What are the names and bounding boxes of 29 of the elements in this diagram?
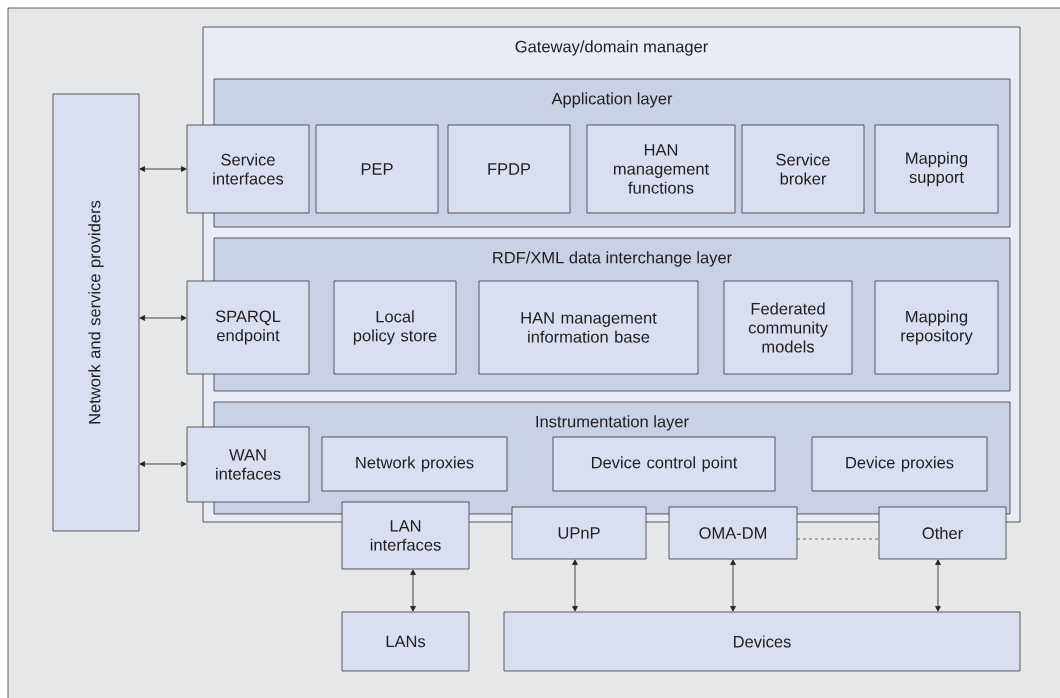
component-box: Service interfaces (186, 124, 310, 214)
component-box: Federated community models (723, 280, 853, 375)
arrow (139, 315, 187, 321)
component-box: WAN intefaces (186, 426, 310, 503)
arrow (572, 559, 578, 612)
provider-box: Network and service providers (52, 93, 140, 532)
component-box: Device proxies (811, 436, 988, 492)
component-box: HAN management information base (478, 280, 699, 375)
component-box: Mapping repository (874, 280, 999, 375)
component-box: Service broker (741, 124, 865, 214)
component-box: HAN management functions (586, 124, 736, 214)
component-box: PEP (315, 124, 439, 214)
component-box: UPnP (511, 506, 647, 560)
component-box: Device control point (552, 436, 776, 492)
component-box: Network proxies (321, 436, 508, 492)
arrow (730, 559, 736, 612)
component-box: LANs (341, 611, 470, 672)
component-box: FPDP (447, 124, 571, 214)
arrow (139, 461, 187, 467)
component-box: Local policy store (333, 280, 457, 375)
component-box: Devices (503, 611, 1021, 672)
component-box: OMA-DM (668, 506, 798, 560)
arrow (139, 166, 187, 172)
component-box: Other (878, 506, 1007, 560)
component-box: LAN interfaces (341, 501, 470, 570)
component-box: SPARQL endpoint (186, 280, 310, 375)
component-box: Mapping support (874, 124, 999, 214)
arrow (410, 569, 416, 612)
arrow (935, 559, 941, 612)
